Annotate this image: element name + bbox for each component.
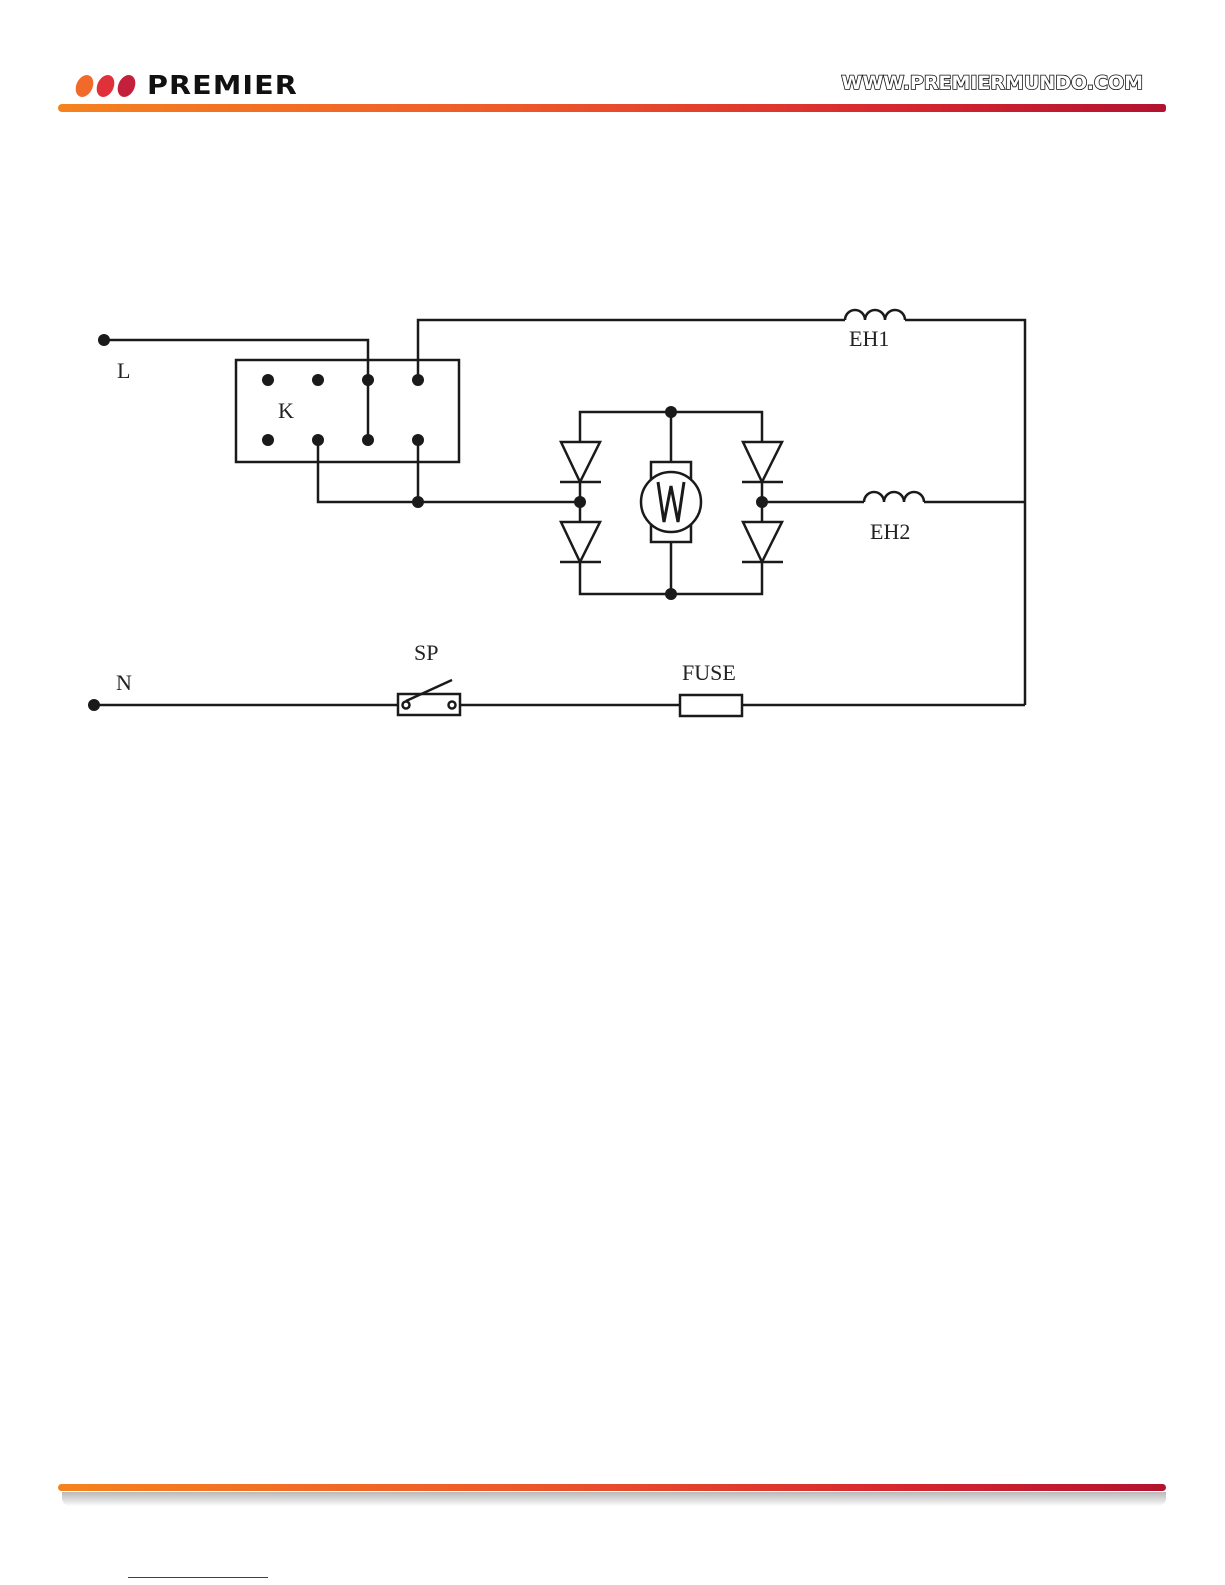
terminal-n-dot [88,699,100,711]
footer-shadow [62,1492,1166,1506]
footer-divider [58,1484,1166,1491]
label-eh1: EH1 [849,326,889,351]
label-n: N [116,670,132,695]
label-sp: SP [414,640,438,665]
switch-sp [398,680,460,715]
label-fuse: FUSE [682,660,736,685]
diode-right-top [742,442,783,482]
diode-left-top [560,442,601,482]
wire-top-right [905,320,1025,705]
wire-top [418,320,845,380]
footer-link-underline[interactable] [128,1577,268,1578]
diode-right-bottom [742,522,783,562]
wire-switch-bottom [318,440,580,502]
terminal-l-dot [98,334,110,346]
fuse [680,695,742,716]
heater-eh1-coil [845,310,905,320]
heater-eh2-coil [864,492,924,502]
label-l: L [117,358,130,383]
motor-icon [641,462,701,542]
label-eh2: EH2 [870,519,910,544]
label-k: K [278,398,294,423]
diode-left-bottom [560,522,601,562]
